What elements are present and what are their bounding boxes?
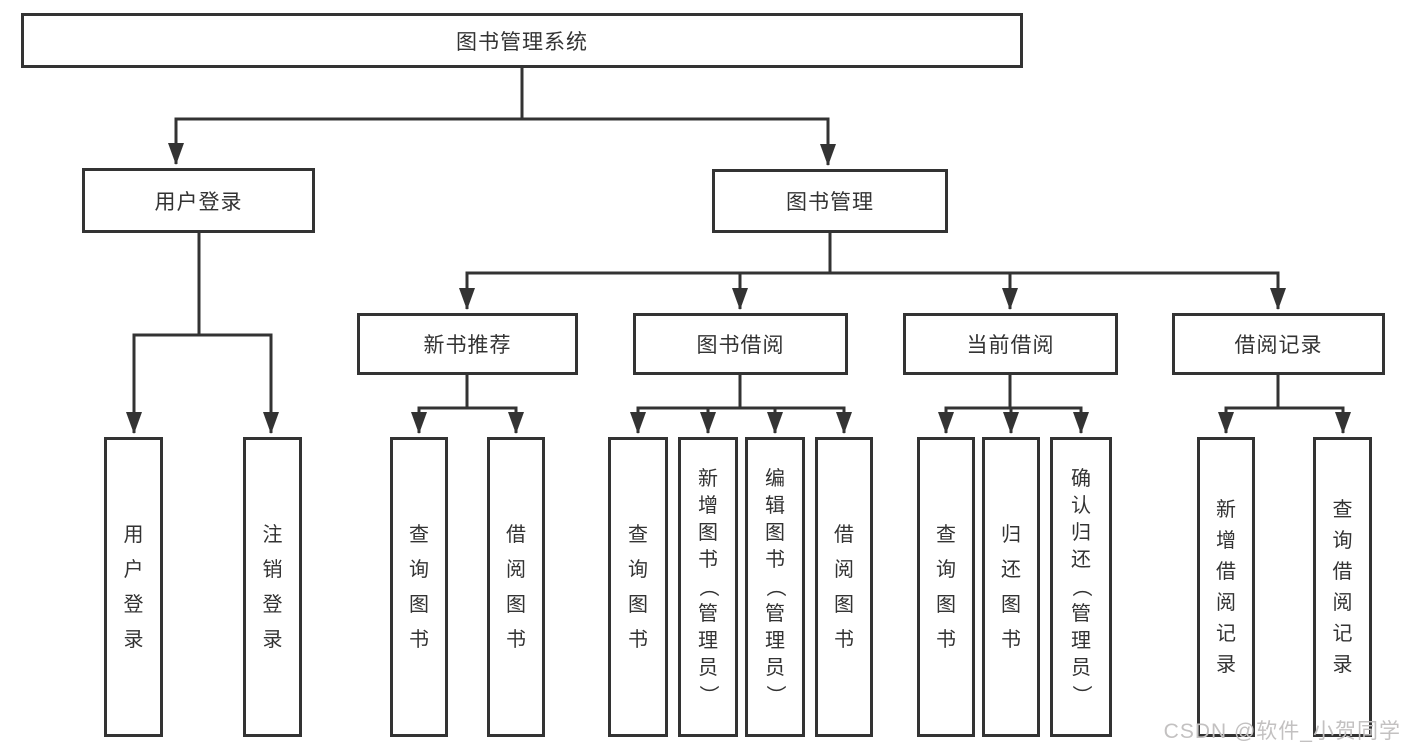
leaf-return-books-label: 归还图书 — [1001, 523, 1021, 651]
node-root-label: 图书管理系统 — [456, 30, 588, 54]
leaf-edit-books-admin-label: 编辑图书（管理员） — [764, 468, 786, 705]
newbook-children-connector — [411, 375, 524, 434]
csdn-watermark: CSDN @软件_小贺同学 — [1163, 720, 1401, 743]
leaf-query-books-borrow-label: 查询图书 — [628, 523, 648, 651]
userlogin-children-connector — [126, 233, 279, 434]
leaf-borrow-books: 借阅图书 — [815, 437, 873, 737]
leaf-add-books-admin-label: 新增图书（管理员） — [697, 468, 719, 705]
records-children-connector — [1218, 375, 1351, 434]
leaf-query-books-newbook-label: 查询图书 — [409, 523, 429, 651]
node-current-borrow: 当前借阅 — [903, 313, 1118, 375]
leaf-add-borrow-record-label: 新增借阅记录 — [1216, 498, 1236, 676]
leaf-query-borrow-record: 查询借阅记录 — [1313, 437, 1372, 737]
node-user-login: 用户登录 — [82, 168, 315, 233]
leaf-borrow-books-label: 借阅图书 — [834, 523, 854, 651]
node-book-management: 图书管理 — [712, 169, 948, 233]
leaf-edit-books-admin: 编辑图书（管理员） — [745, 437, 805, 737]
bookborrow-children-connector — [630, 375, 852, 434]
leaf-query-borrow-record-label: 查询借阅记录 — [1332, 498, 1353, 676]
node-book-management-label: 图书管理 — [786, 191, 874, 214]
leaf-user-login-label: 用户登录 — [123, 523, 144, 651]
leaf-confirm-return-admin: 确认归还（管理员） — [1050, 437, 1112, 737]
node-root-system: 图书管理系统 — [21, 13, 1023, 68]
node-new-book-recommend: 新书推荐 — [357, 313, 578, 375]
node-book-borrow: 图书借阅 — [633, 313, 848, 375]
node-current-borrow-label: 当前借阅 — [966, 334, 1055, 357]
node-borrow-records-label: 借阅记录 — [1234, 334, 1323, 357]
leaf-query-books-newbook: 查询图书 — [390, 437, 448, 737]
leaf-query-books-current-label: 查询图书 — [936, 523, 956, 651]
bookmgmt-children-connector — [459, 233, 1286, 310]
leaf-add-borrow-record: 新增借阅记录 — [1197, 437, 1255, 737]
node-borrow-records: 借阅记录 — [1172, 313, 1385, 375]
leaf-return-books: 归还图书 — [982, 437, 1040, 737]
leaf-logout: 注销登录 — [243, 437, 302, 737]
leaf-borrow-books-newbook: 借阅图书 — [487, 437, 545, 737]
node-book-borrow-label: 图书借阅 — [696, 334, 785, 357]
root-to-level2-connector — [168, 68, 836, 166]
leaf-logout-label: 注销登录 — [262, 523, 283, 651]
leaf-query-books-current: 查询图书 — [917, 437, 975, 737]
leaf-user-login: 用户登录 — [104, 437, 163, 737]
node-new-book-recommend-label: 新书推荐 — [423, 334, 512, 357]
leaf-query-books-borrow: 查询图书 — [608, 437, 668, 737]
leaf-borrow-books-newbook-label: 借阅图书 — [506, 523, 526, 651]
node-user-login-label: 用户登录 — [154, 190, 243, 214]
currentborrow-children-connector — [938, 375, 1089, 434]
leaf-confirm-return-admin-label: 确认归还（管理员） — [1070, 468, 1092, 705]
leaf-add-books-admin: 新增图书（管理员） — [678, 437, 738, 737]
